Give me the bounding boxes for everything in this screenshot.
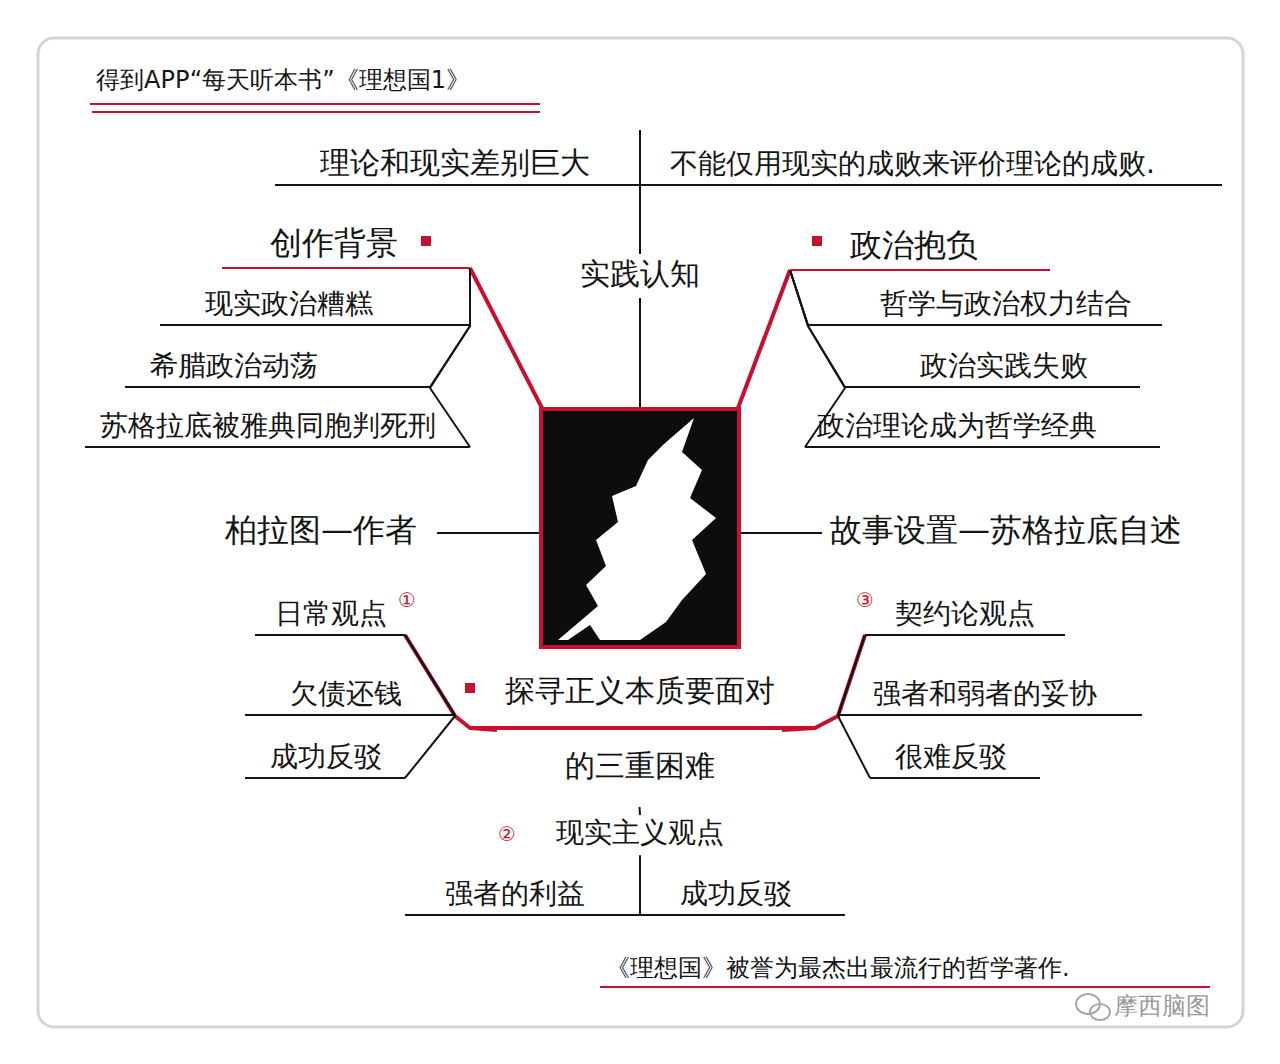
central-image bbox=[541, 409, 739, 647]
bullet bbox=[421, 236, 431, 246]
node-text: 哲学与政治权力结合 bbox=[880, 286, 1132, 322]
topic-label: 实践认知 bbox=[575, 254, 705, 297]
node-text: 希腊政治动荡 bbox=[150, 348, 318, 384]
branch-label: 政治理论成为哲学经典 bbox=[805, 408, 1160, 448]
connector-line bbox=[639, 185, 641, 254]
connector-line bbox=[639, 185, 641, 254]
node-text: 契约论观点 bbox=[895, 596, 1035, 632]
connector-line bbox=[790, 270, 845, 387]
branch-line bbox=[740, 532, 822, 534]
node-text: 政治理论成为哲学经典 bbox=[817, 408, 1097, 444]
main-branch: 创作背景 bbox=[222, 223, 470, 269]
node-text: 很难反驳 bbox=[895, 739, 1007, 775]
watermark: 摩西脑图 bbox=[1114, 990, 1210, 1022]
branch-label: 很难反驳 bbox=[870, 739, 1040, 779]
bird-hand-figure bbox=[558, 418, 716, 640]
branch-label: 不能仅用现实的成败来评价理论的成败. bbox=[640, 146, 1222, 186]
callout-number: ② bbox=[498, 822, 516, 846]
connector-line bbox=[405, 635, 455, 778]
watermark-icon bbox=[1090, 1004, 1110, 1020]
connector-line bbox=[838, 635, 870, 778]
node-text: 现实政治糟糕 bbox=[205, 286, 373, 322]
branch-label: 现实政治糟糕 bbox=[160, 286, 470, 326]
node-text: 成功反驳 bbox=[680, 876, 792, 912]
node-text: 日常观点 bbox=[275, 596, 387, 632]
bullet bbox=[465, 683, 475, 693]
branch-label: 成功反驳 bbox=[640, 876, 845, 916]
node-text: 强者的利益 bbox=[445, 876, 585, 912]
side-label: 柏拉图—作者 bbox=[220, 510, 435, 556]
branch-label: 哲学与政治权力结合 bbox=[808, 286, 1162, 326]
branch-label: 强者的利益 bbox=[405, 876, 640, 916]
node-text: 实践认知 bbox=[580, 254, 700, 293]
node-text: 政治实践失败 bbox=[920, 348, 1088, 384]
callout-number: ① bbox=[398, 588, 416, 612]
branch-label: 苏格拉底被雅典同胞判死刑 bbox=[85, 408, 470, 448]
node-text: 现实主义观点 bbox=[556, 815, 724, 851]
stem-line bbox=[639, 298, 641, 408]
node-text: 欠债还钱 bbox=[290, 676, 402, 712]
branch-label: 成功反驳 bbox=[245, 739, 405, 779]
branch-label: 契约论观点 bbox=[865, 596, 1065, 636]
branch-label: 现实主义观点 bbox=[545, 815, 735, 855]
connector-line bbox=[430, 268, 470, 387]
node-text: 柏拉图—作者 bbox=[225, 510, 417, 552]
branch-line bbox=[437, 532, 540, 534]
node-text: 创作背景 bbox=[270, 223, 398, 265]
branch-label: 欠债还钱 bbox=[245, 676, 455, 716]
figure-detail bbox=[568, 625, 600, 640]
callout-number: ③ bbox=[856, 588, 874, 612]
connector-line bbox=[430, 268, 470, 447]
node-text: 故事设置—苏格拉底自述 bbox=[830, 510, 1182, 552]
frame bbox=[38, 38, 1243, 1027]
node-text: 成功反驳 bbox=[270, 739, 382, 775]
branch-label: 政治实践失败 bbox=[845, 348, 1140, 388]
connector-line bbox=[639, 807, 642, 815]
main-branch: 政治抱负 bbox=[790, 225, 1050, 271]
node-text: 苏格拉底被雅典同胞判死刑 bbox=[100, 408, 436, 444]
hub-line bbox=[470, 726, 815, 730]
branch-line bbox=[470, 268, 542, 408]
branch-label: 日常观点 bbox=[255, 596, 405, 636]
node-text: 政治抱负 bbox=[850, 225, 978, 267]
branch-line bbox=[738, 270, 790, 408]
title-underline bbox=[90, 103, 540, 105]
caption-underline bbox=[600, 986, 1210, 988]
diagram-title: 得到APP“每天听本书”《理想国1》 bbox=[96, 64, 470, 96]
node-text: 强者和弱者的妥协 bbox=[873, 676, 1097, 712]
bullet bbox=[812, 236, 822, 246]
side-label: 故事设置—苏格拉底自述 bbox=[825, 510, 1200, 556]
branch-label: 理论和现实差别巨大 bbox=[275, 143, 640, 186]
diagram-caption: 《理想国》被誉为最杰出最流行的哲学著作. bbox=[606, 952, 1070, 984]
branch-label: 希腊政治动荡 bbox=[125, 348, 430, 388]
node-text: 不能仅用现实的成败来评价理论的成败. bbox=[670, 146, 1155, 182]
branch-label: 强者和弱者的妥协 bbox=[838, 676, 1142, 716]
title-underline bbox=[92, 111, 540, 113]
hub-label: 探寻正义本质要面对的三重困难 bbox=[497, 653, 782, 807]
node-text: 理论和现实差别巨大 bbox=[320, 143, 590, 182]
node-text: 探寻正义本质要面对的三重困难 bbox=[497, 653, 782, 803]
